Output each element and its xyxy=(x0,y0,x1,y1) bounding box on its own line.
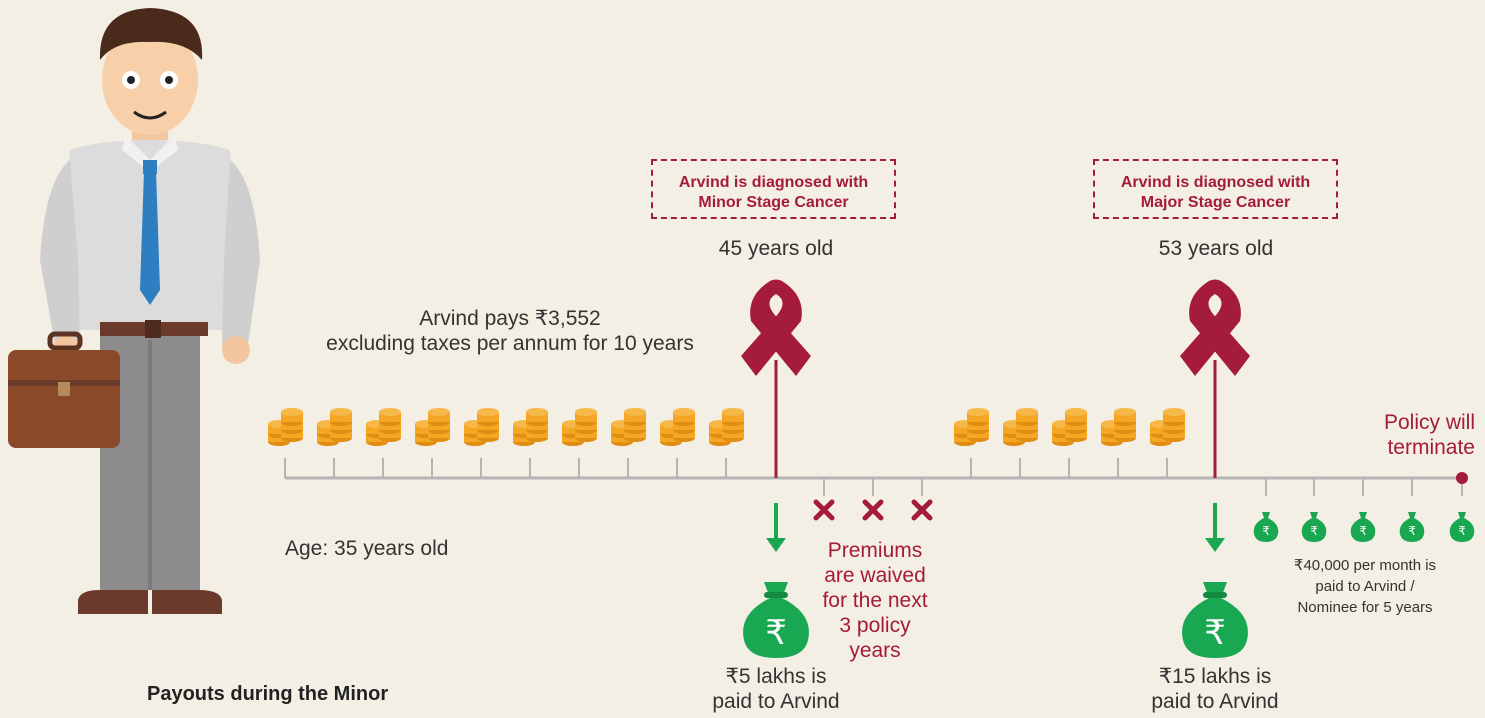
timeline-ticks xyxy=(284,458,1463,496)
major-payout-note: ₹15 lakhs is paid to Arvind xyxy=(1115,664,1315,714)
monthly-payout-note: ₹40,000 per month is paid to Arvind / No… xyxy=(1265,555,1465,618)
minor-callout-line2: Minor Stage Cancer xyxy=(698,194,849,211)
policy-end-note: Policy will terminate xyxy=(1340,410,1475,460)
premium-note-line1: Arvind pays ₹3,552 xyxy=(419,307,601,330)
cross-icon xyxy=(816,502,930,518)
start-age-label: Age: 35 years old xyxy=(285,537,449,560)
policy-end-line2: terminate xyxy=(1387,436,1475,459)
money-bag-icon xyxy=(1182,582,1248,658)
major-callout-line1: Arvind is diagnosed with xyxy=(1120,174,1311,191)
premium-note: Arvind pays ₹3,552 excluding taxes per a… xyxy=(280,306,740,356)
waiver-line3: for the next xyxy=(822,589,928,612)
premium-note-line2: excluding taxes per annum for 10 years xyxy=(326,332,694,355)
person-illustration xyxy=(8,8,260,614)
minor-payout-line2: paid to Arvind xyxy=(712,690,840,713)
minor-payout-note: ₹5 lakhs is paid to Arvind xyxy=(676,664,876,714)
caption: Payouts during the Minor xyxy=(147,683,389,705)
coin-stack-icon xyxy=(268,408,1185,446)
minor-age-label: 45 years old xyxy=(718,237,834,260)
monthly-line2: paid to Arvind / xyxy=(1315,578,1415,595)
waiver-line5: years xyxy=(849,639,901,662)
monthly-line1: ₹40,000 per month is xyxy=(1293,557,1437,574)
monthly-line3: Nominee for 5 years xyxy=(1297,599,1433,616)
major-callout-line2: Major Stage Cancer xyxy=(1140,194,1291,211)
premium-waiver-note: Premiums are waived for the next 3 polic… xyxy=(800,538,950,663)
policy-end-line1: Policy will xyxy=(1383,411,1475,434)
waiver-line4: 3 policy xyxy=(839,614,911,637)
waiver-line1: Premiums xyxy=(827,539,923,562)
minor-callout-line1: Arvind is diagnosed with xyxy=(678,174,869,191)
money-bag-icon xyxy=(1253,512,1475,542)
major-diagnosis-callout: Arvind is diagnosed with Major Stage Can… xyxy=(1093,159,1338,219)
minor-diagnosis-callout: Arvind is diagnosed with Minor Stage Can… xyxy=(651,159,896,219)
minor-payout-line1: ₹5 lakhs is xyxy=(725,665,827,688)
major-payout-line2: paid to Arvind xyxy=(1151,690,1279,713)
major-payout-line1: ₹15 lakhs is xyxy=(1158,665,1272,688)
policy-end-dot xyxy=(1456,472,1468,484)
major-age-label: 53 years old xyxy=(1158,237,1274,260)
arrow-down-icon xyxy=(766,503,1225,552)
waiver-line2: are waived xyxy=(824,564,926,587)
